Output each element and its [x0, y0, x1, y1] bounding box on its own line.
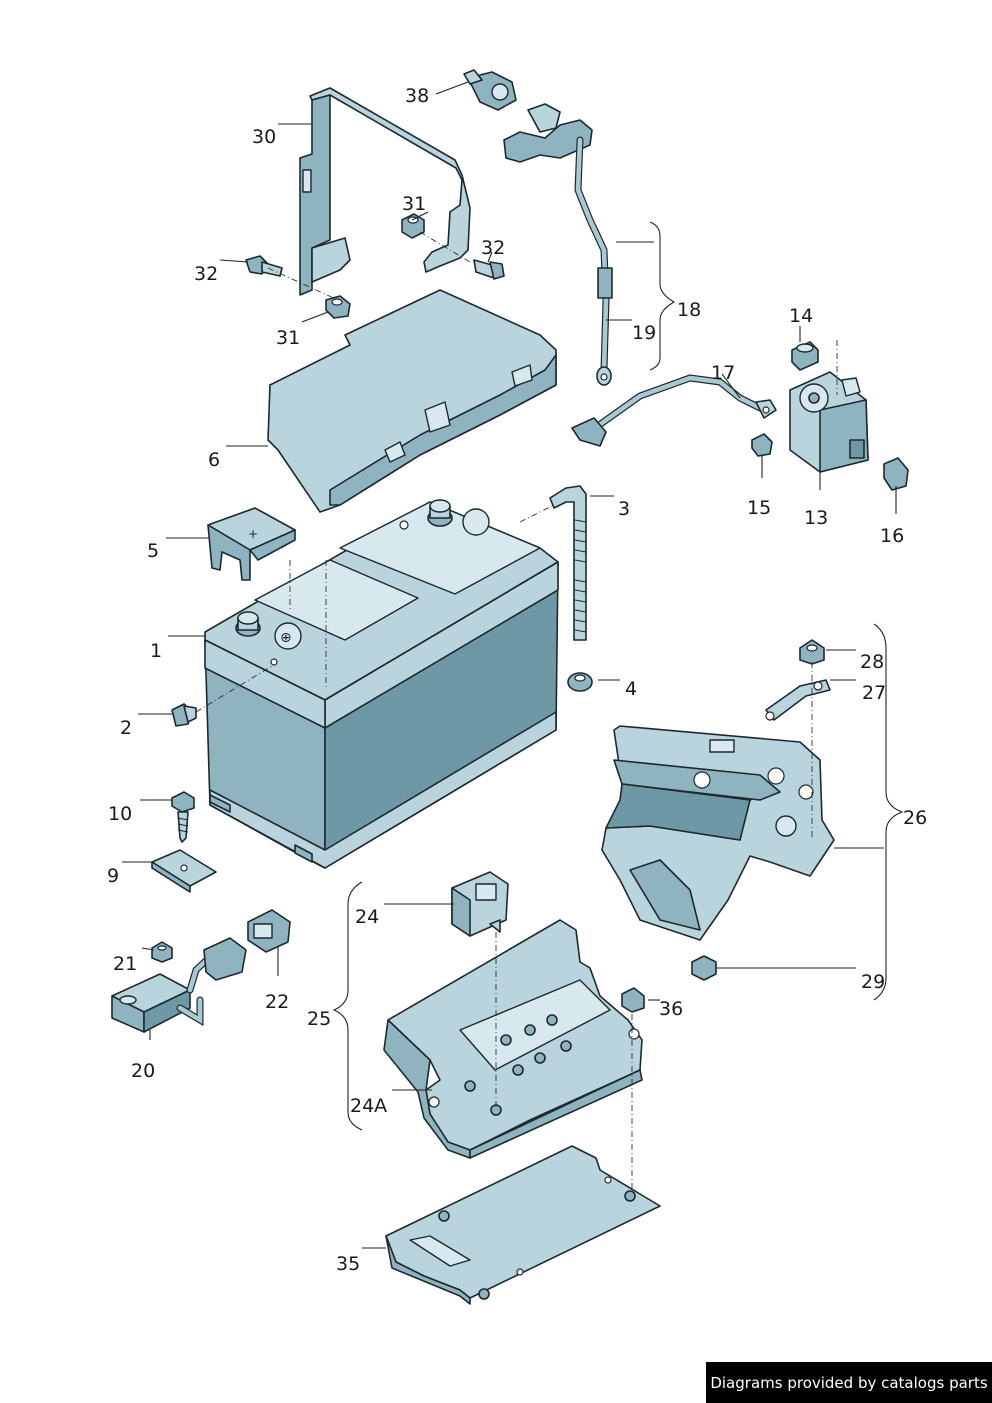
callout-19: 19	[632, 322, 656, 344]
catalog-credit-text: Diagrams provided by catalogs parts	[710, 1373, 988, 1392]
callout-6: 6	[208, 449, 220, 471]
brace-25	[332, 881, 363, 1131]
callout-17: 17	[711, 362, 735, 384]
callout-15: 15	[747, 497, 771, 519]
part-28-nut	[799, 639, 825, 665]
callout-3: 3	[618, 498, 630, 520]
dash-line-rod	[519, 505, 553, 523]
brace-18	[649, 221, 676, 371]
callout-31-upper: 31	[402, 193, 426, 215]
part-21-nut	[151, 941, 173, 963]
part-17-ground-cable	[571, 374, 777, 447]
svg-text:+: +	[248, 527, 258, 541]
callout-9: 9	[107, 865, 119, 887]
callout-38: 38	[405, 85, 429, 107]
dash-line-31-32	[419, 231, 471, 263]
callout-31-lower: 31	[276, 327, 300, 349]
part-19-positive-cable	[503, 103, 613, 386]
part-2-vent-plug	[171, 703, 197, 727]
callout-27: 27	[862, 682, 886, 704]
svg-text:⊕: ⊕	[280, 630, 292, 646]
callout-24A: 24A	[350, 1095, 387, 1117]
part-32-bolt-right	[473, 259, 505, 280]
part-35-base-plate	[385, 1145, 661, 1305]
part-5-terminal-cap: +	[207, 507, 296, 581]
callout-29: 29	[861, 971, 885, 993]
part-24-relay	[451, 871, 509, 937]
callout-32-right: 32	[481, 237, 505, 259]
part-20-sensor	[111, 937, 247, 1033]
callout-14: 14	[789, 305, 813, 327]
leader-lines	[122, 81, 897, 1249]
callout-5: 5	[147, 540, 159, 562]
callout-20: 20	[131, 1060, 155, 1082]
part-14-cap	[791, 341, 819, 371]
callout-16: 16	[880, 525, 904, 547]
callout-28: 28	[860, 651, 884, 673]
callout-22: 22	[265, 991, 289, 1013]
part-1-battery: ⊕	[204, 499, 559, 869]
part-10-screw	[171, 791, 195, 843]
part-32-bolt-left	[245, 255, 283, 277]
callout-24: 24	[355, 906, 379, 928]
part-6-battery-cover	[267, 289, 557, 513]
callout-2: 2	[120, 717, 132, 739]
callout-18: 18	[677, 299, 701, 321]
part-26-battery-tray	[601, 725, 835, 941]
callout-21: 21	[113, 953, 137, 975]
callout-10: 10	[108, 803, 132, 825]
catalog-credit-banner: Diagrams provided by catalogs parts	[706, 1362, 992, 1403]
callout-13: 13	[804, 507, 828, 529]
callout-36: 36	[659, 998, 683, 1020]
part-9-clamp	[151, 849, 217, 893]
part-36-nut	[621, 987, 645, 1013]
part-27-ground-strap	[765, 679, 831, 721]
part-13-control-unit	[789, 371, 869, 473]
part-15-nut	[751, 433, 773, 457]
part-31-nut-lower	[325, 295, 351, 319]
part-16-clip	[883, 457, 909, 491]
callout-4: 4	[625, 678, 637, 700]
brace-26	[873, 623, 904, 1001]
callout-32-left: 32	[194, 263, 218, 285]
callout-1: 1	[150, 640, 162, 662]
part-4-washer	[567, 672, 593, 692]
callout-35: 35	[336, 1253, 360, 1275]
callout-labels: 38 30 31 32 32 31 18 19 14 17 6 3 15 13 …	[107, 85, 927, 1275]
dash-line-vent	[195, 665, 273, 713]
part-24A-fuse-box	[383, 919, 643, 1159]
part-30-hold-down-bracket	[299, 87, 471, 296]
callout-26: 26	[903, 807, 927, 829]
part-31-nut-upper	[401, 213, 425, 239]
part-29-nut	[691, 955, 717, 981]
callout-25: 25	[307, 1008, 331, 1030]
callout-30: 30	[252, 126, 276, 148]
part-3-threaded-rod	[549, 485, 587, 641]
part-38-connector	[463, 69, 517, 111]
part-22-connector	[247, 909, 291, 953]
